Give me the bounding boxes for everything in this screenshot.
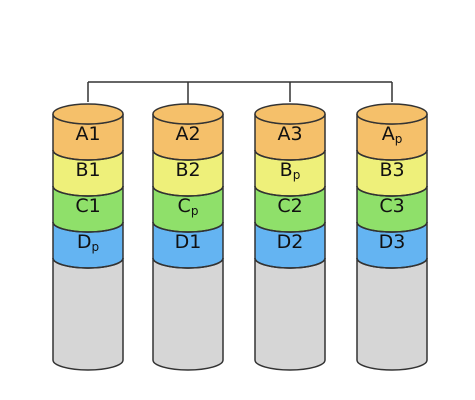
- block-separator: [356, 221, 428, 233]
- block-separator: [254, 257, 326, 269]
- block-separator: [52, 185, 124, 197]
- block-separator: [254, 221, 326, 233]
- block-separator: [356, 149, 428, 161]
- block-separator: [52, 149, 124, 161]
- controller-connector: [87, 81, 393, 107]
- disk-top-lid: [152, 103, 224, 125]
- block-separator: [254, 149, 326, 161]
- block-label: C2: [277, 195, 302, 217]
- block-label: D3: [379, 231, 406, 253]
- disk-empty-space: [356, 257, 428, 371]
- block-separator: [52, 257, 124, 269]
- block-separator: [254, 185, 326, 197]
- disk-top-lid: [52, 103, 124, 125]
- disk-top-lid: [356, 103, 428, 125]
- block-separator: [356, 185, 428, 197]
- block-label: B2: [175, 159, 200, 181]
- block-label: Bp: [280, 159, 301, 182]
- block-label: B3: [379, 159, 404, 181]
- block-separator: [152, 221, 224, 233]
- block-label: Dp: [77, 231, 99, 254]
- block-label: C1: [75, 195, 100, 217]
- block-label: B1: [75, 159, 100, 181]
- block-label: D1: [175, 231, 202, 253]
- block-separator: [356, 257, 428, 269]
- block-label: D2: [277, 231, 304, 253]
- block-label: Cp: [178, 195, 199, 218]
- block-label: A2: [175, 123, 200, 145]
- block-label: A3: [277, 123, 302, 145]
- block-separator: [52, 221, 124, 233]
- block-label: C3: [379, 195, 404, 217]
- block-label: Ap: [382, 123, 403, 146]
- disk-empty-space: [254, 257, 326, 371]
- disk-empty-space: [152, 257, 224, 371]
- block-separator: [152, 185, 224, 197]
- disk-empty-space: [52, 257, 124, 371]
- block-separator: [152, 149, 224, 161]
- block-label: A1: [75, 123, 100, 145]
- block-separator: [152, 257, 224, 269]
- disk-top-lid: [254, 103, 326, 125]
